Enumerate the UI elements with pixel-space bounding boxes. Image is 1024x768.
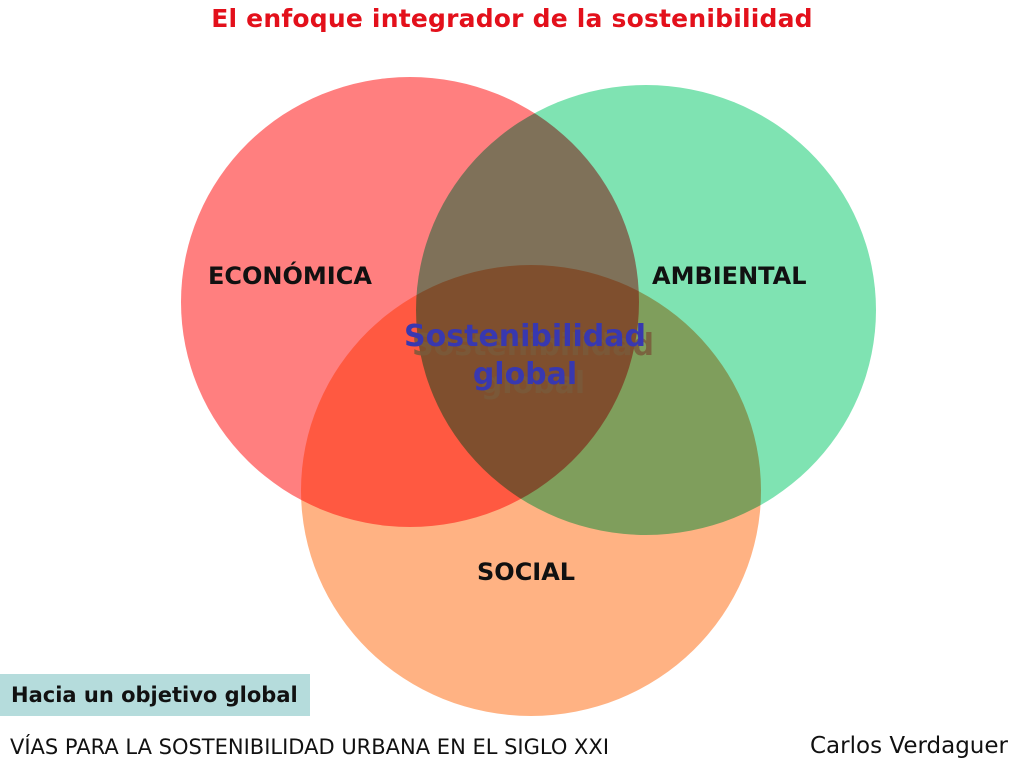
label-economica: ECONÓMICA xyxy=(208,262,372,290)
center-label-text: Sostenibilidad global xyxy=(390,318,660,394)
center-label-shadow: Sostenibilidad global xyxy=(398,327,668,403)
center-label: Sostenibilidad global Sostenibilidad glo… xyxy=(390,318,660,401)
author-name: Carlos Verdaguer xyxy=(810,733,1008,759)
center-shadow-line2: global xyxy=(480,366,586,401)
label-social: SOCIAL xyxy=(477,558,576,586)
center-line1: Sostenibilidad xyxy=(404,319,646,354)
section-tag: Hacia un objetivo global xyxy=(0,674,310,716)
center-shadow-line1: Sostenibilidad xyxy=(412,328,654,363)
slide-title: El enfoque integrador de la sostenibilid… xyxy=(211,4,813,33)
series-title: VÍAS PARA LA SOSTENIBILIDAD URBANA EN EL… xyxy=(10,735,610,759)
center-line2: global xyxy=(472,357,578,392)
label-ambiental: AMBIENTAL xyxy=(652,262,807,290)
circle-social xyxy=(301,265,761,716)
